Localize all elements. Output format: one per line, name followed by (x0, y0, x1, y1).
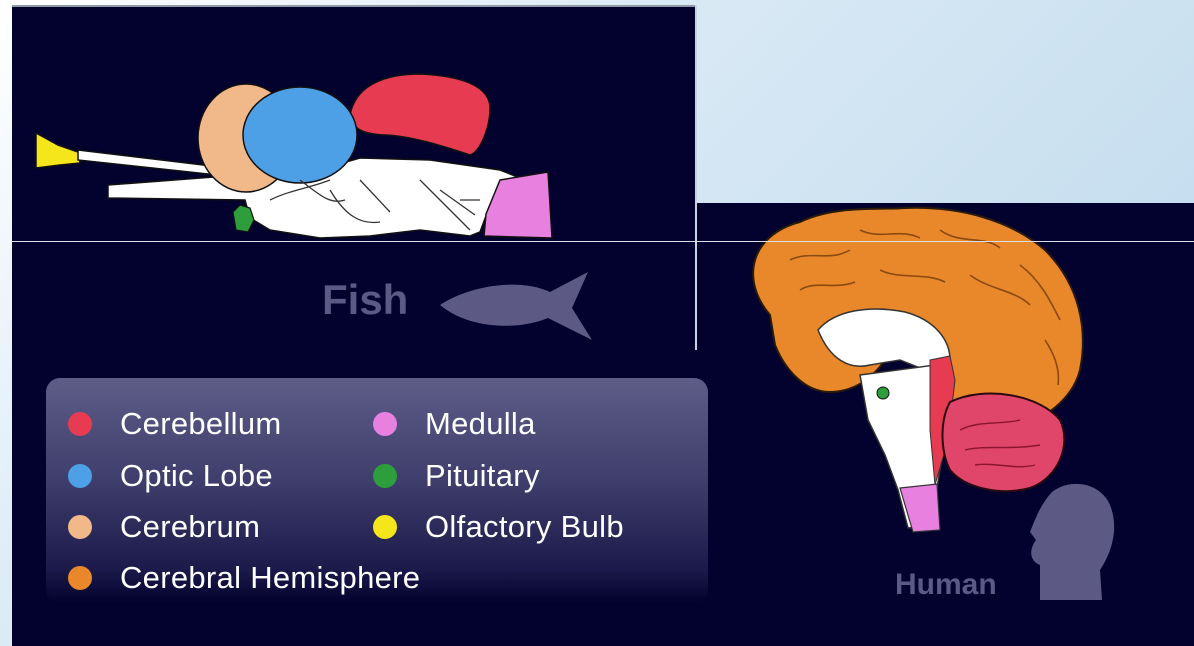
human-cerebellum (943, 394, 1065, 492)
human-label: Human (895, 568, 997, 602)
fish-cerebellum (350, 74, 490, 155)
legend-label: Cerebral Hemisphere (120, 560, 420, 596)
fish-optic-lobe (243, 87, 357, 183)
human-medulla (900, 484, 940, 532)
human-pituitary (877, 387, 889, 399)
legend-item-medulla: Medulla (373, 406, 536, 442)
human-brain (753, 208, 1083, 532)
legend-dot (373, 412, 397, 436)
legend-dot (68, 515, 92, 539)
legend-label: Pituitary (425, 458, 540, 494)
human-head-silhouette (1030, 484, 1114, 600)
legend-label: Cerebrum (120, 509, 260, 545)
legend-dot (373, 515, 397, 539)
legend-dot (373, 464, 397, 488)
legend-dot (68, 412, 92, 436)
legend-item-optic-lobe: Optic Lobe (68, 458, 273, 494)
fish-olfactory-bulb (36, 133, 80, 168)
legend-label: Medulla (425, 406, 536, 442)
fish-brain (36, 74, 552, 238)
fish-label: Fish (322, 276, 408, 324)
legend-item-cerebellum: Cerebellum (68, 406, 282, 442)
divider-line (12, 241, 1194, 242)
fish-pituitary (233, 205, 254, 232)
legend-dot (68, 464, 92, 488)
legend-item-cerebral-hemisphere: Cerebral Hemisphere (68, 560, 420, 596)
legend-item-cerebrum: Cerebrum (68, 509, 260, 545)
legend: Cerebellum Optic Lobe Cerebrum Cerebral … (46, 378, 708, 603)
legend-item-olfactory-bulb: Olfactory Bulb (373, 509, 624, 545)
fish-silhouette (440, 272, 592, 340)
legend-dot (68, 566, 92, 590)
legend-item-pituitary: Pituitary (373, 458, 540, 494)
legend-label: Cerebellum (120, 406, 282, 442)
legend-label: Optic Lobe (120, 458, 273, 494)
legend-label: Olfactory Bulb (425, 509, 624, 545)
